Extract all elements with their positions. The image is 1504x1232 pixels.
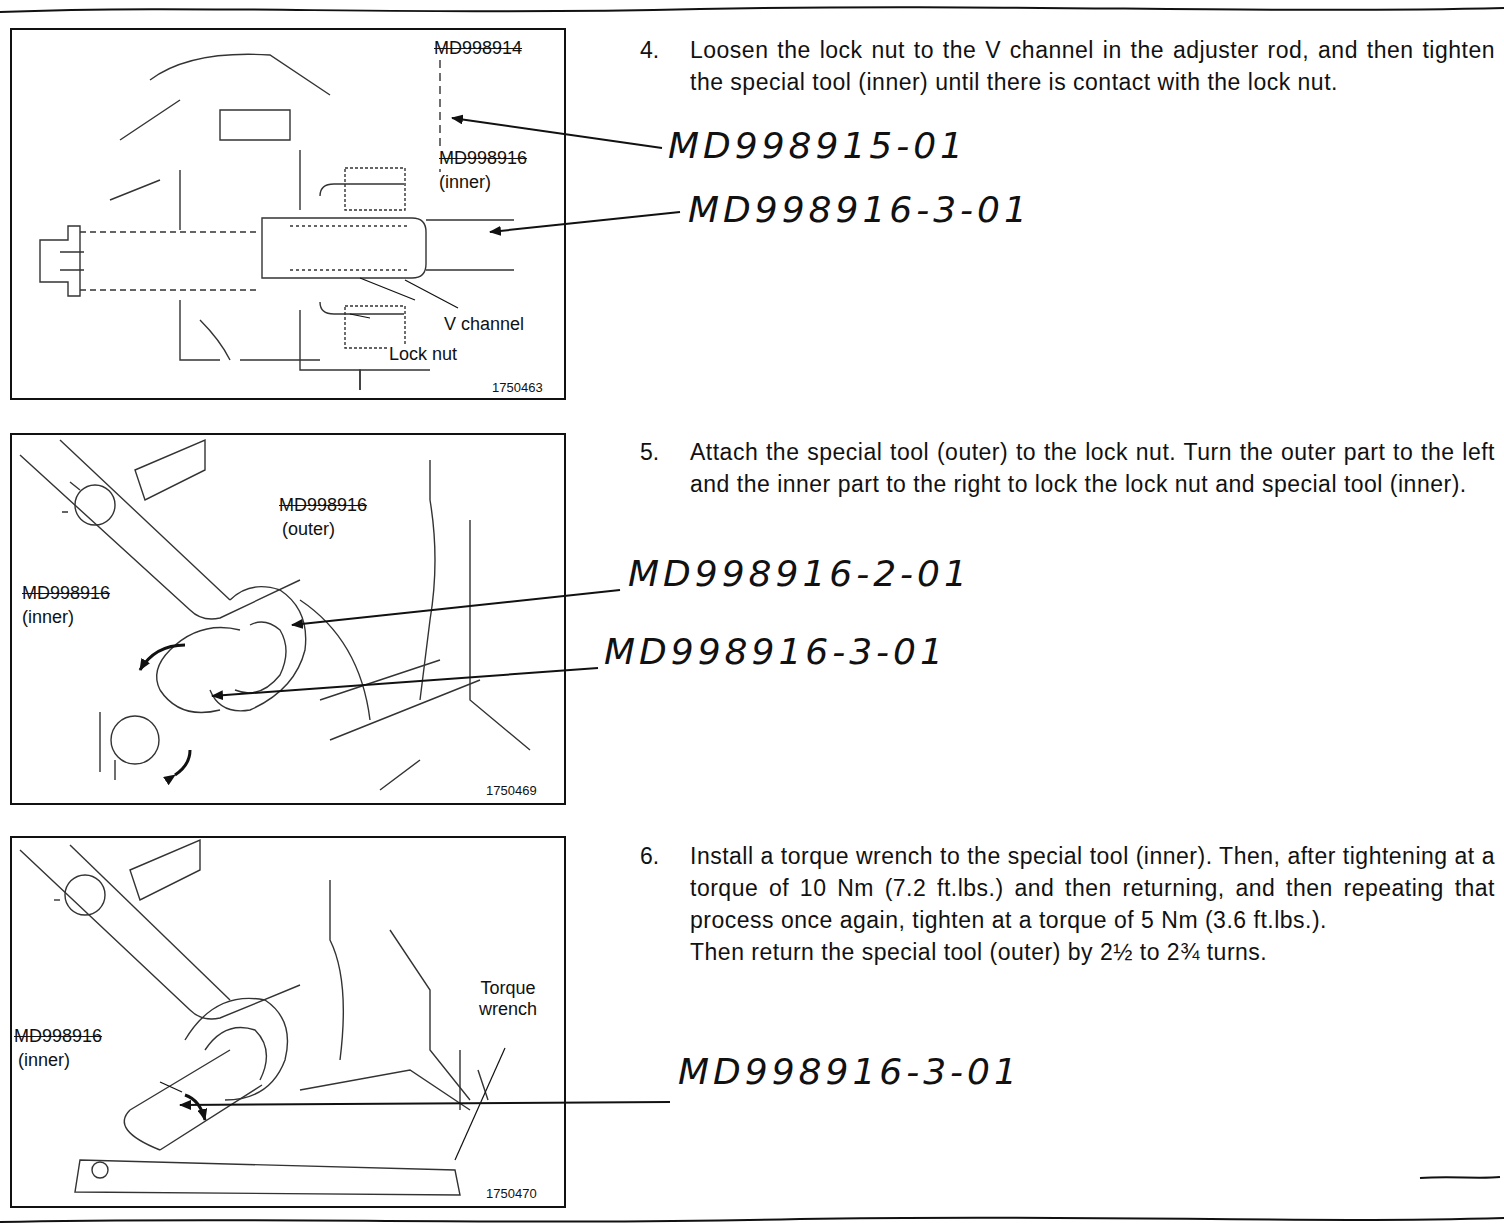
step-text: Then return the special tool (outer) by … xyxy=(690,936,1495,968)
step-text: Attach the special tool (outer) to the l… xyxy=(690,436,1495,500)
handwritten-part-number: MD998915-01 xyxy=(668,126,967,166)
struck-part-number: MD998916 xyxy=(277,495,369,516)
page-border xyxy=(0,7,1504,1222)
figure-frame: Torque wrenchMD998916 (inner) 1750470 xyxy=(10,836,566,1208)
handwritten-part-number: MD998916-3-01 xyxy=(688,190,1031,230)
figure-number: 1750469 xyxy=(484,783,539,798)
struck-part-number: MD998916 xyxy=(437,148,529,169)
torque-illustration xyxy=(20,840,488,1195)
step-text: Loosen the lock nut to the V channel in … xyxy=(690,34,1495,98)
struck-part-number: MD998916 xyxy=(12,1026,104,1047)
part-label: Lock nut xyxy=(387,344,459,365)
step-number: 5. xyxy=(640,436,659,468)
leader-lines xyxy=(350,278,458,318)
rotation-arrows xyxy=(140,645,190,775)
part-number-leaders xyxy=(180,118,680,1105)
struck-part-number: MD998914 xyxy=(432,38,524,59)
part-label: (inner) xyxy=(16,1050,72,1071)
tool-attach-illustration xyxy=(20,440,530,790)
part-label: (inner) xyxy=(437,172,493,193)
step-number: 6. xyxy=(640,840,659,872)
part-label: V channel xyxy=(442,314,526,335)
step-text: Install a torque wrench to the special t… xyxy=(690,840,1495,936)
step-number: 4. xyxy=(640,34,659,66)
struck-part-number: MD998916 xyxy=(20,583,112,604)
figure-number: 1750470 xyxy=(484,1186,539,1201)
handwritten-part-number: MD998916-3-01 xyxy=(604,632,947,672)
handwritten-part-number: MD998916-2-01 xyxy=(628,554,971,594)
part-label: (outer) xyxy=(280,519,337,540)
part-label: (inner) xyxy=(20,607,76,628)
adjuster-illustration xyxy=(40,54,514,390)
figure-number: 1750463 xyxy=(490,380,545,395)
handwritten-part-number: MD998916-3-01 xyxy=(678,1052,1021,1092)
figure-frame: MD998916 (outer) MD998916 (inner) 1750469 xyxy=(10,433,566,805)
rotation-arrow xyxy=(185,1095,205,1120)
part-label: Torque wrench xyxy=(456,978,560,1020)
figure-frame: MD998914MD998916 (inner) V channelLock nut… xyxy=(10,28,566,400)
